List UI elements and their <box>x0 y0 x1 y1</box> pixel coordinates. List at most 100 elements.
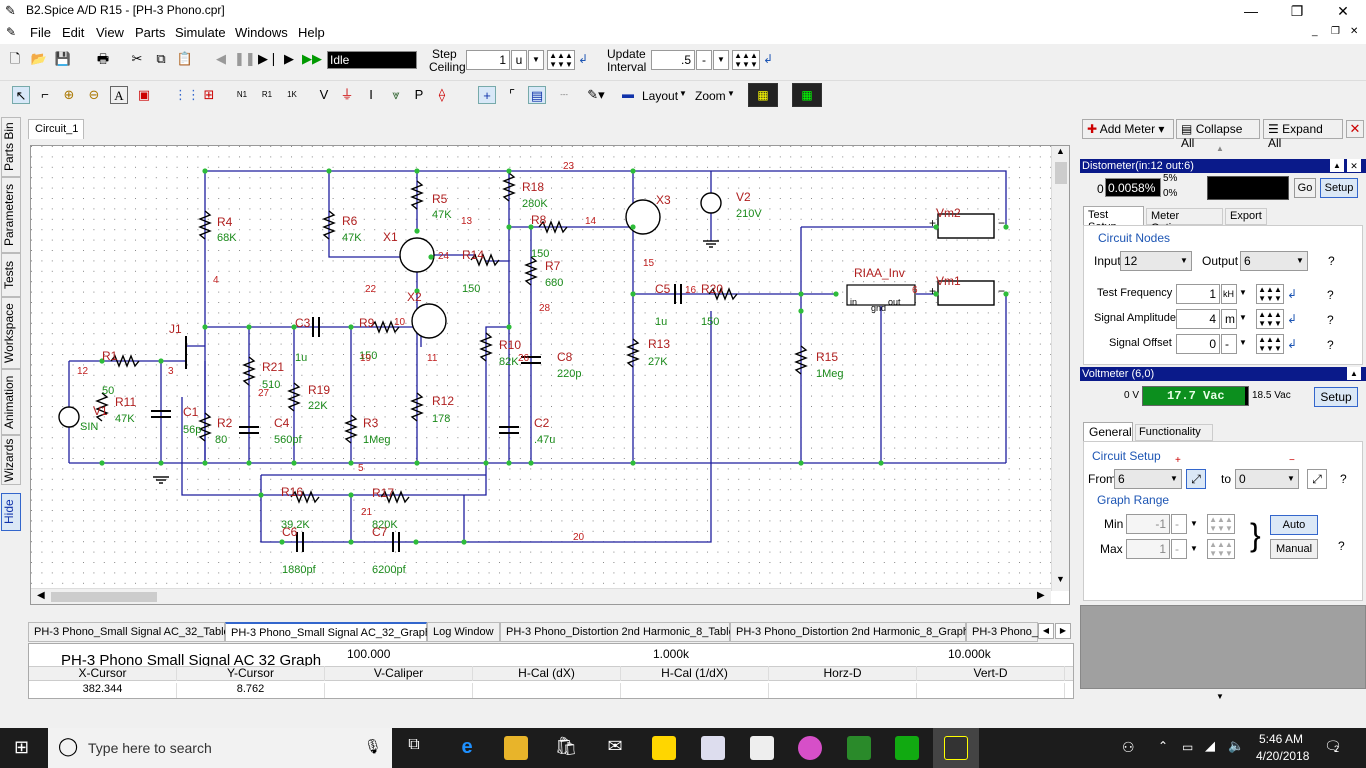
range-help-icon[interactable]: ? <box>1338 539 1345 553</box>
child-close-icon[interactable]: ✕ <box>1350 26 1359 37</box>
scroll-up-icon[interactable]: ▲ <box>1056 146 1065 156</box>
step-unit-dropdown[interactable]: ▼ <box>528 50 544 70</box>
collapse-up-icon[interactable]: ▲ <box>1216 144 1224 153</box>
collapse-all-button[interactable]: ▤ Collapse All <box>1176 119 1260 150</box>
text-icon[interactable]: A <box>110 86 128 104</box>
menu-help[interactable]: Help <box>298 25 325 40</box>
distometer-min-icon[interactable]: ▲ <box>1330 159 1344 172</box>
off-enter-icon[interactable]: ↲ <box>1287 337 1298 351</box>
distometer-go-button[interactable]: Go <box>1294 178 1316 198</box>
mail-icon[interactable]: ✉ <box>607 736 623 756</box>
menu-windows[interactable]: Windows <box>235 25 288 40</box>
tab-tests[interactable]: Tests <box>1 253 21 297</box>
zoom-menu[interactable]: Zoom <box>695 89 726 103</box>
corner-icon[interactable]: ⌜ <box>508 87 516 102</box>
app-docs-icon[interactable] <box>750 736 774 760</box>
chip-icon[interactable]: ▦ <box>748 83 778 107</box>
input-node-select[interactable]: 12 <box>1120 251 1192 271</box>
step-spinner[interactable]: ▲▲▲▼▼▼ <box>547 50 575 70</box>
freq-help-icon[interactable]: ? <box>1327 288 1334 302</box>
app-d-icon[interactable] <box>701 736 725 760</box>
edge-icon[interactable]: e <box>461 736 473 758</box>
waveform-app-icon[interactable] <box>895 736 919 760</box>
wifi-icon[interactable]: ◢ <box>1205 738 1215 753</box>
from-node-select[interactable]: 6 <box>1114 469 1182 489</box>
test-frequency-unit[interactable]: kH <box>1221 284 1237 304</box>
menu-simulate[interactable]: Simulate <box>175 25 226 40</box>
from-probe-icon[interactable]: ⤢ <box>1186 469 1206 489</box>
step-icon[interactable]: ▶❘ <box>258 51 279 66</box>
tabs-left-icon[interactable]: ◀ <box>1038 623 1054 639</box>
off-unit-dropdown-icon[interactable]: ▼ <box>1239 338 1247 347</box>
zoom-dropdown-icon[interactable]: ▼ <box>727 89 735 98</box>
manual-button[interactable]: Manual <box>1270 539 1318 559</box>
to-node-select[interactable]: 0 <box>1235 469 1299 489</box>
snap-icon[interactable]: ⊞ <box>203 87 215 102</box>
windows-start-icon[interactable]: ⊞ <box>14 737 30 757</box>
child-restore-icon[interactable]: ❐ <box>1331 26 1340 37</box>
b2spice-icon[interactable] <box>652 736 676 760</box>
node-n1-icon[interactable]: N1 <box>236 90 248 99</box>
update-enter-icon[interactable]: ↲ <box>763 52 774 66</box>
image-icon[interactable]: ▣ <box>137 87 151 102</box>
tab-wizards[interactable]: Wizards <box>1 435 21 485</box>
distometer-tab-meter-options[interactable]: Meter Options <box>1146 208 1223 234</box>
max-dropdown-icon[interactable]: ▼ <box>1190 544 1198 553</box>
signal-amplitude-unit[interactable]: m <box>1221 309 1237 329</box>
min-unit[interactable]: - <box>1171 514 1187 534</box>
dash-icon[interactable]: ┄ <box>560 87 568 102</box>
freq-spinner[interactable]: ▲▲▲▼▼▼ <box>1256 284 1284 304</box>
notification-icon[interactable]: 🗨 <box>1324 738 1342 754</box>
output-node-select[interactable]: 6 <box>1240 251 1308 271</box>
people-icon[interactable]: ⚇ <box>1122 739 1135 755</box>
zoom-in-icon[interactable]: ⊕ <box>63 87 75 102</box>
distometer-tab-export[interactable]: Export <box>1225 208 1267 225</box>
nodes-help-icon[interactable]: ? <box>1328 254 1335 268</box>
distometer-tab-test-setup[interactable]: Test Setup <box>1083 206 1144 233</box>
restore-icon[interactable]: ❐ <box>1290 3 1304 19</box>
min-spinner[interactable]: ▲▲▲▼▼▼ <box>1207 514 1235 534</box>
signal-offset-field[interactable]: 0 <box>1176 334 1220 354</box>
tab-circuit-1[interactable]: Circuit_1 <box>28 119 84 139</box>
taskbar-search[interactable]: ◯ Type here to search 🎙 <box>48 728 392 768</box>
crosshair-icon[interactable]: + <box>478 86 496 104</box>
chip-app-icon[interactable] <box>944 736 968 760</box>
min-field[interactable]: -1 <box>1126 514 1170 534</box>
off-help-icon[interactable]: ? <box>1327 338 1334 352</box>
menu-parts[interactable]: Parts <box>135 25 166 40</box>
tab-distortion-table[interactable]: PH-3 Phono_Distortion 2nd Harmonic_8_Tab… <box>500 622 735 642</box>
grid-icon[interactable]: ⋮⋮ <box>174 87 200 102</box>
amp-help-icon[interactable]: ? <box>1327 313 1334 327</box>
amp-enter-icon[interactable]: ↲ <box>1287 312 1298 326</box>
freq-enter-icon[interactable]: ↲ <box>1287 287 1298 301</box>
scroll-down-icon[interactable]: ▼ <box>1056 574 1065 584</box>
update-unit-field[interactable]: - <box>696 50 712 70</box>
clock-date[interactable]: 4/20/2018 <box>1256 749 1310 763</box>
print-icon[interactable]: 🖶 <box>96 51 110 66</box>
tab-hide[interactable]: Hide <box>1 493 21 531</box>
max-field[interactable]: 1 <box>1126 539 1170 559</box>
horizontal-scrollbar[interactable]: ◀ ▶ <box>31 588 1051 604</box>
task-view-icon[interactable]: ⧉ <box>408 736 420 753</box>
microphone-icon[interactable]: 🎙 <box>364 738 382 754</box>
value-1k-icon[interactable]: 1K <box>287 90 297 99</box>
step-unit-field[interactable]: u <box>511 50 527 70</box>
distometer-close-icon[interactable]: ✕ <box>1347 159 1361 172</box>
signal-offset-unit[interactable]: - <box>1221 334 1237 354</box>
align-icon[interactable]: ▤ <box>528 86 546 104</box>
menu-view[interactable]: View <box>96 25 124 40</box>
from-dropdown-icon[interactable]: ▼ <box>1170 474 1178 483</box>
paint3d-icon[interactable] <box>798 736 822 760</box>
update-unit-dropdown[interactable]: ▼ <box>713 50 729 70</box>
minimize-icon[interactable]: — <box>1244 3 1258 19</box>
step-enter-icon[interactable]: ↲ <box>578 52 589 66</box>
min-dropdown-icon[interactable]: ▼ <box>1190 519 1198 528</box>
max-unit[interactable]: - <box>1171 539 1187 559</box>
update-value-field[interactable]: .5 <box>651 50 695 70</box>
voltmeter-tab-general[interactable]: General <box>1083 422 1133 441</box>
label-r1-icon[interactable]: R1 <box>261 90 273 99</box>
tab-parts-bin[interactable]: Parts Bin <box>1 117 21 177</box>
close-meters-icon[interactable]: ✕ <box>1346 120 1364 138</box>
